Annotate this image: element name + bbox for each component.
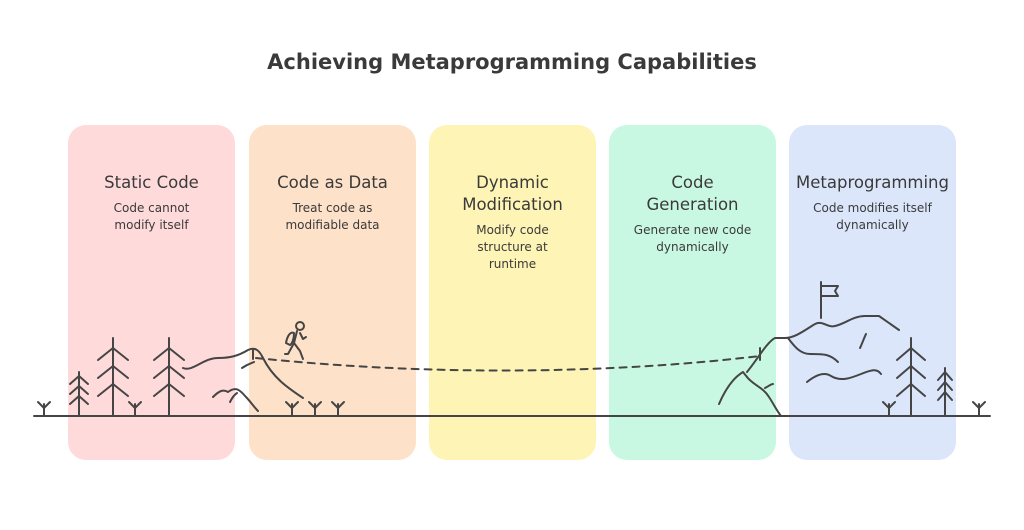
stage-description: Code modifies itself dynamically (813, 201, 932, 232)
diagram-title: Achieving Metaprogramming Capabilities (267, 50, 757, 74)
stage-title: Code as Data (277, 173, 388, 192)
stage-description: Modify code structure at runtime (476, 223, 549, 271)
grass-icon (37, 401, 986, 417)
hiker-icon (284, 321, 307, 360)
stage-description: Treat code as modifiable data (285, 201, 380, 232)
stage-title: Code Generation (646, 173, 739, 214)
stage-title: Static Code (104, 173, 199, 192)
tree-icon (97, 337, 129, 417)
stage-description: Generate new code dynamically (633, 223, 752, 254)
stage-description: Code cannot modify itself (113, 201, 190, 232)
stage-title: Dynamic Modification (462, 173, 563, 214)
hill-icon (182, 347, 304, 412)
tree-icon (69, 371, 89, 417)
tree-icon (937, 367, 953, 417)
tree-icon (153, 337, 185, 417)
flag-icon (820, 281, 839, 319)
stage-title: Metaprogramming (796, 173, 949, 192)
tree-icon (896, 337, 926, 417)
mountain-icon (718, 315, 900, 417)
dashed-path (255, 355, 761, 372)
